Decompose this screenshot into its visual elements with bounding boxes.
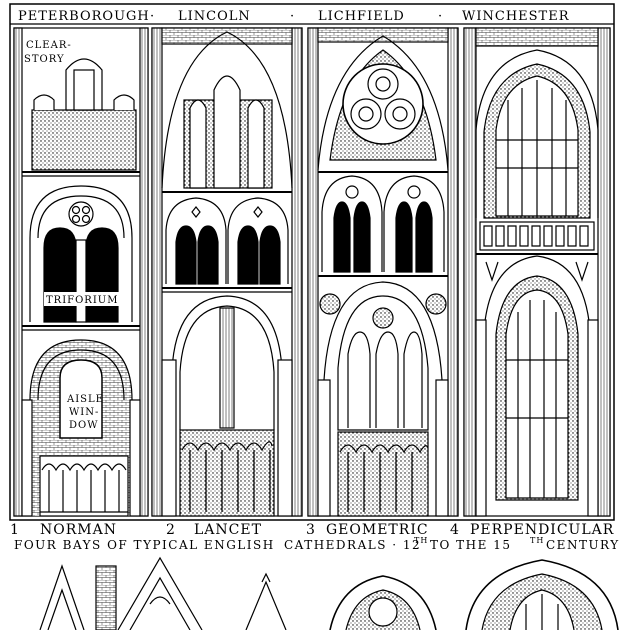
subtitle-text: TO THE 15 bbox=[430, 538, 511, 552]
subtitle-superscript: TH bbox=[530, 536, 544, 545]
label-aisle-window: AISLE bbox=[66, 394, 104, 405]
caption-number: 4 bbox=[450, 522, 460, 538]
caption-lancet: LANCET bbox=[194, 522, 262, 538]
bay-title-winchester: WINCHESTER bbox=[462, 9, 570, 24]
plate-frame bbox=[9, 3, 615, 521]
label-aisle-window: DOW bbox=[69, 420, 99, 431]
title-separator: · bbox=[290, 9, 295, 24]
style-caption-row: 1 NORMAN 2 LANCET 3 GEOMETRIC 4 PERPENDI… bbox=[10, 522, 614, 538]
caption-number: 3 bbox=[306, 522, 316, 538]
norman-annotations: CLEAR- STORY TRIFORIUM AISLE WIN- DOW bbox=[24, 40, 122, 431]
bay-title-lincoln: LINCOLN bbox=[178, 9, 251, 24]
subtitle-superscript: TH bbox=[414, 536, 428, 545]
bay-perpendicular bbox=[463, 27, 611, 517]
subtitle-text: CENTURY bbox=[546, 538, 620, 552]
caption-norman: NORMAN bbox=[40, 522, 117, 538]
bay-geometric bbox=[307, 27, 459, 517]
subtitle-text: FOUR BAYS OF TYPICAL ENGLISH bbox=[14, 538, 275, 552]
subtitle-text: CATHEDRALS · 12 bbox=[284, 538, 421, 552]
caption-perpendicular: PERPENDICULAR bbox=[470, 522, 614, 538]
bay-norman bbox=[13, 27, 149, 517]
title-separator: · bbox=[150, 9, 155, 24]
bay-title-lichfield: LICHFIELD bbox=[318, 9, 405, 24]
label-clerestory: CLEAR- bbox=[26, 40, 72, 51]
caption-geometric: GEOMETRIC bbox=[326, 522, 429, 538]
label-clerestory: STORY bbox=[24, 54, 65, 65]
bay-title-peterborough: PETERBOROUGH bbox=[18, 9, 150, 24]
label-triforium: TRIFORIUM bbox=[46, 295, 118, 306]
lower-illustrations-cropped bbox=[39, 556, 619, 630]
label-aisle-window: WIN- bbox=[69, 407, 99, 418]
plate-subtitle: FOUR BAYS OF TYPICAL ENGLISH CATHEDRALS … bbox=[14, 536, 620, 552]
bay-title-row: PETERBOROUGH · LINCOLN · LICHFIELD · WIN… bbox=[18, 9, 570, 24]
bay-lancet bbox=[151, 27, 303, 517]
caption-number: 2 bbox=[166, 522, 176, 538]
title-separator: · bbox=[438, 9, 443, 24]
caption-number: 1 bbox=[10, 522, 20, 538]
